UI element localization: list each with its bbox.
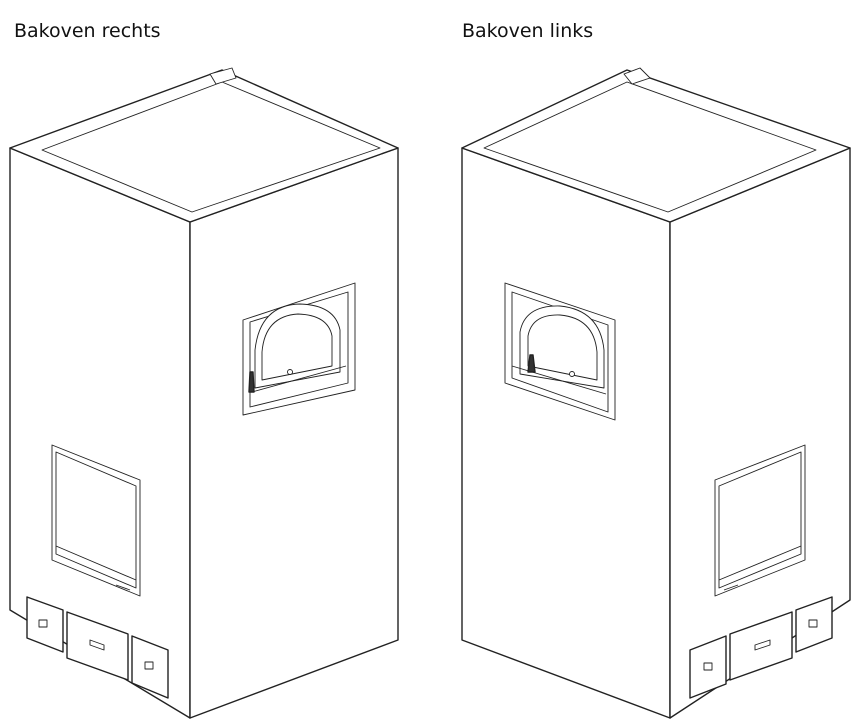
left-face — [461, 147, 671, 719]
fire-door — [51, 444, 141, 597]
fire-door — [714, 444, 806, 597]
stove-bakoven-rechts — [9, 67, 399, 719]
top-rim-back — [623, 67, 651, 85]
oven-door — [504, 282, 616, 421]
title-bakoven-rechts: Bakoven rechts — [14, 20, 161, 42]
oven-door — [242, 282, 356, 416]
ash-drawers — [689, 596, 833, 699]
title-bakoven-links: Bakoven links — [462, 20, 594, 42]
top-rim — [41, 81, 381, 213]
stove-bakoven-links — [461, 67, 851, 719]
ash-drawers — [26, 596, 169, 699]
top-rim-back — [209, 67, 237, 85]
top-rim — [483, 81, 817, 213]
right-face — [189, 147, 399, 719]
